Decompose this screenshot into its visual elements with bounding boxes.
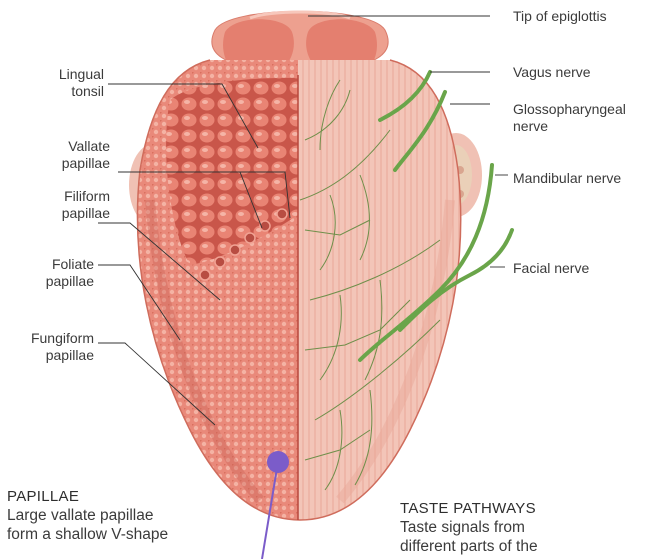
label-facial-nerve: Facial nerve xyxy=(513,260,589,277)
taste-pathways-caption: Taste signals from different parts of th… xyxy=(400,518,538,556)
label-vagus-nerve: Vagus nerve xyxy=(513,64,591,81)
papillae-caption: Large vallate papillae form a shallow V-… xyxy=(7,506,168,544)
label-vallate-papillae: Vallate papillae xyxy=(30,138,110,172)
label-lingual-tonsil: Lingual tonsil xyxy=(30,66,104,100)
label-foliate-papillae: Foliate papillae xyxy=(10,256,94,290)
label-glossopharyngeal-nerve: Glossopharyngeal nerve xyxy=(513,101,626,135)
taste-pathways-heading: TASTE PATHWAYS xyxy=(400,500,536,517)
label-filiform-papillae: Filiform papillae xyxy=(10,188,110,222)
label-tip-of-epiglottis: Tip of epiglottis xyxy=(513,8,607,25)
papillae-heading: PAPILLAE xyxy=(7,488,79,505)
label-fungiform-papillae: Fungiform papillae xyxy=(0,330,94,364)
label-mandibular-nerve: Mandibular nerve xyxy=(513,170,621,187)
